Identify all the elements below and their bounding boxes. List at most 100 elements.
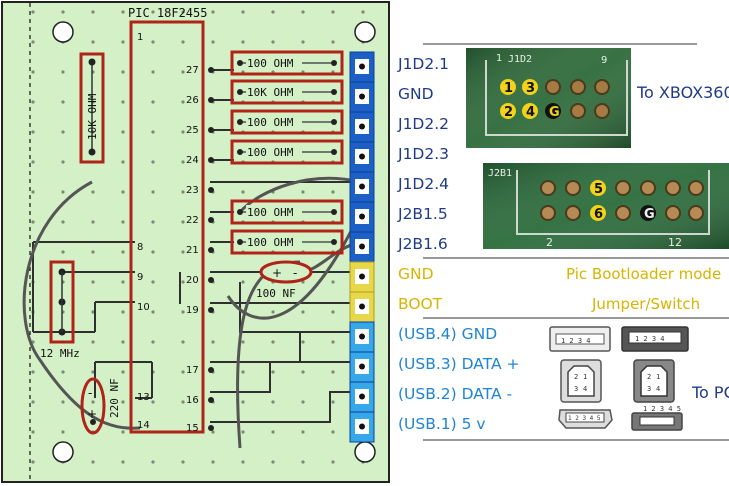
board-hole (301, 430, 305, 434)
wire (210, 361, 360, 393)
j2b1-silk-2: 2 (546, 236, 553, 249)
board-hole (151, 280, 155, 284)
board-hole (301, 40, 305, 44)
resistor-body (230, 139, 344, 165)
board-hole (181, 370, 185, 374)
board-hole (31, 370, 35, 374)
board-hole (151, 100, 155, 104)
resistor-pad (237, 60, 243, 66)
header-pin (359, 183, 365, 190)
board-hole (301, 190, 305, 194)
board-hole (181, 250, 185, 254)
j1d2-pin-highlight (545, 103, 561, 119)
chip-pad (208, 247, 214, 253)
cap-body (80, 377, 106, 435)
usb-b-pin: 1 (656, 373, 660, 381)
board-hole (331, 400, 335, 404)
chip-pin-number: 16 (186, 395, 199, 406)
section-dividers (423, 43, 729, 441)
j1d2-pin-highlight (500, 79, 516, 95)
usb-a-tongue (555, 333, 605, 345)
curved-wire (238, 177, 361, 214)
board-hole (121, 310, 125, 314)
board-hole (61, 10, 65, 14)
chip-pin-number: 27 (186, 65, 199, 76)
bootloader-label: Pic Bootloader mode (566, 265, 721, 283)
j2b1-pin (565, 180, 581, 196)
board-hole (121, 10, 125, 14)
board-hole (61, 100, 65, 104)
chip-pad (208, 307, 214, 313)
resistor-pad (237, 209, 243, 215)
board-hole (151, 220, 155, 224)
board-hole (331, 370, 335, 374)
j1d2-pin (594, 103, 610, 119)
usb-b-pin: 2 (574, 373, 578, 381)
chip-pin-number: 10 (137, 302, 150, 313)
usb-b-pin: 2 (647, 373, 651, 381)
pullup-pad (88, 58, 96, 66)
board-hole (181, 130, 185, 134)
header-label: J1D2.1 (397, 55, 449, 73)
header-label: J2B1.5 (397, 205, 448, 223)
board-hole (241, 10, 245, 14)
resistor-label: 100 OHM (247, 116, 294, 129)
board-hole (211, 10, 215, 14)
board-hole (301, 10, 305, 14)
board-hole (151, 190, 155, 194)
resistor-pad (237, 119, 243, 125)
j2b1-pin (565, 205, 581, 221)
chip-pad (208, 217, 214, 223)
board-hole (151, 310, 155, 314)
j2b1-pin (665, 205, 681, 221)
board-hole (61, 250, 65, 254)
j2b1-pin-number: 5 (594, 182, 603, 197)
board-hole (271, 400, 275, 404)
board-hole (31, 130, 35, 134)
chip-pin-number: 1 (137, 32, 143, 43)
cap-polarity-minus: - (293, 266, 297, 280)
header-pin (359, 153, 365, 160)
cap-top-label: 100 NF (256, 287, 296, 300)
board-hole (121, 340, 125, 344)
j2b1-pcb-shade (483, 163, 729, 249)
board-hole (241, 370, 245, 374)
chip-pad (208, 97, 214, 103)
resistor-pad (237, 239, 243, 245)
chip-pad (208, 397, 214, 403)
board-hole (61, 400, 65, 404)
board-hole (211, 340, 215, 344)
board-hole (121, 370, 125, 374)
header-label: J1D2.4 (397, 175, 449, 193)
board-hole (121, 100, 125, 104)
resistor-label: 100 OHM (247, 57, 294, 70)
board-hole (31, 160, 35, 164)
board-hole (121, 40, 125, 44)
board-hole (211, 430, 215, 434)
board-hole (31, 10, 35, 14)
chip-pin-number: 22 (186, 215, 199, 226)
j2b1-silk (516, 170, 710, 235)
board-hole (91, 310, 95, 314)
board-hole (91, 10, 95, 14)
pullup-label: 10K OHM (86, 93, 99, 140)
board-hole (151, 40, 155, 44)
board-hole (181, 100, 185, 104)
board-hole (181, 40, 185, 44)
board-hole (91, 400, 95, 404)
cap-polarity-plus: + (87, 407, 97, 421)
chip-pin-number: 25 (186, 125, 199, 136)
wire (210, 391, 360, 423)
resistor-body (230, 50, 344, 76)
resistor-pad (331, 209, 337, 215)
board-hole (361, 10, 365, 14)
j1d2-pin (570, 79, 586, 95)
board-hole (121, 430, 125, 434)
board-hole (91, 280, 95, 284)
board-hole (91, 460, 95, 464)
crystal: 12 MHz (40, 260, 80, 360)
board-hole (151, 340, 155, 344)
resistor-pad (331, 60, 337, 66)
